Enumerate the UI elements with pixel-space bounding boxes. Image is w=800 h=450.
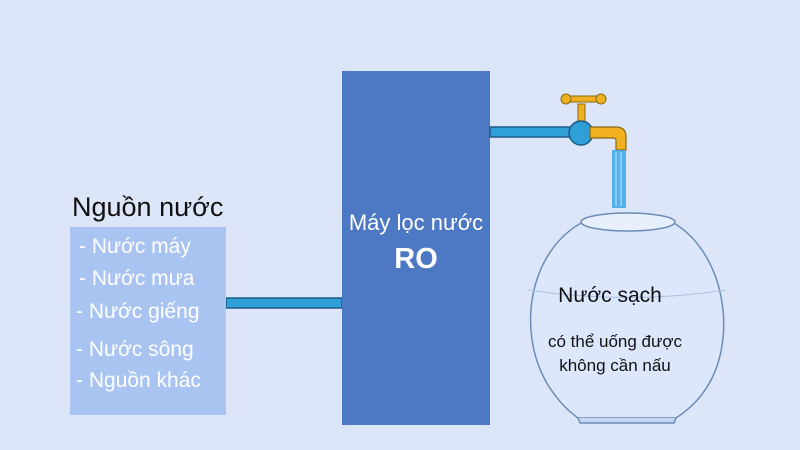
water-jar xyxy=(527,212,727,424)
ro-filter-machine xyxy=(342,71,490,425)
clean-water-title: Nước sạch xyxy=(558,284,662,307)
inlet-pipe xyxy=(225,297,343,309)
water-source-title: Nguồn nước xyxy=(72,192,224,222)
source-item-tap-water: - Nước máy xyxy=(79,235,191,258)
source-item-rain-water: - Nước mưa xyxy=(79,267,195,290)
outlet-pipe xyxy=(489,126,571,138)
source-item-river-water: - Nước sông xyxy=(76,338,194,361)
faucet-icon xyxy=(560,93,627,151)
filter-label: Máy lọc nước xyxy=(348,210,484,235)
clean-water-line-1: có thể uống được xyxy=(547,332,683,351)
clean-water-line-2: không cần nấu xyxy=(559,356,671,375)
filter-model: RO xyxy=(394,243,438,275)
water-stream xyxy=(612,150,626,208)
source-item-other-source: - Nguồn khác xyxy=(76,369,201,392)
water-source-list: - Nước máy - Nước mưa - Nước giếng - Nướ… xyxy=(70,227,226,415)
source-item-well-water: - Nước giếng xyxy=(76,300,200,323)
